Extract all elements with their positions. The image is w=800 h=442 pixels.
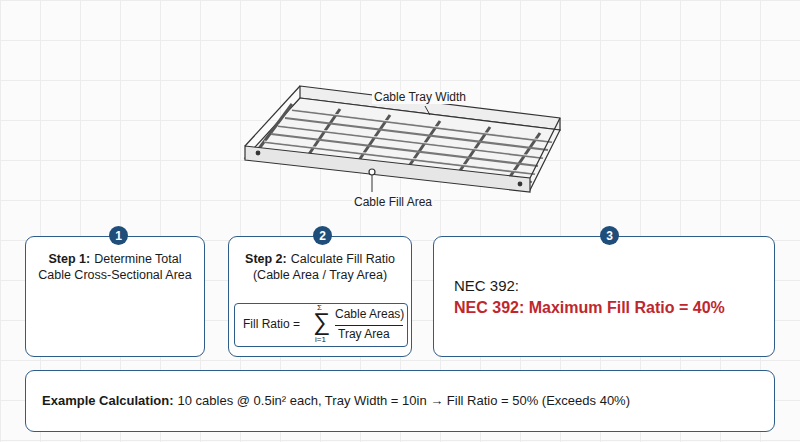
fraction-bar bbox=[335, 325, 403, 326]
formula-text: Cable Areas) bbox=[335, 308, 404, 321]
max-fill-rule: NEC 392: Maximum Fill Ratio = 40% bbox=[454, 299, 725, 317]
step-label: Step 1: bbox=[49, 252, 91, 266]
formula-text: Tray Area bbox=[338, 328, 390, 341]
step-box: Step 2:Calculate Fill Ratio (Cable Area … bbox=[228, 236, 412, 357]
step-label: Step 2: bbox=[245, 252, 287, 266]
step-box: Step 1:Determine Total Cable Cross-Secti… bbox=[25, 236, 205, 357]
leader-line bbox=[425, 106, 430, 115]
example-box: Example Calculation: 10 cables @ 0.5in² e… bbox=[25, 370, 775, 432]
callout-number: 2 bbox=[319, 229, 326, 243]
callout-number: 3 bbox=[606, 229, 613, 243]
callout-number: 3 bbox=[600, 226, 619, 245]
standard-ref: NEC 392: bbox=[454, 277, 519, 294]
callout-number: 1 bbox=[109, 226, 128, 245]
part-label: Cable Tray Width bbox=[372, 90, 468, 104]
formula-text: i=1 bbox=[315, 336, 326, 345]
callout-number: 2 bbox=[313, 226, 332, 245]
step-box: NEC 392: NEC 392: Maximum Fill Ratio = 40… bbox=[433, 236, 775, 357]
part-label: Cable Fill Area bbox=[352, 195, 434, 209]
cable-tray bbox=[245, 86, 560, 192]
leader-line bbox=[372, 175, 373, 192]
formula-text: Σ bbox=[317, 304, 322, 313]
example-label: Example Calculation: bbox=[42, 393, 173, 408]
formula-text: ∑ bbox=[313, 309, 330, 335]
formula-text: Fill Ratio = bbox=[243, 318, 300, 331]
callout-number: 1 bbox=[115, 229, 122, 243]
formula-box: Fill Ratio = ∑Σi=1 Cable Areas) Tray Area bbox=[234, 303, 408, 347]
example-text: 10 cables @ 0.5in² each, Tray Width = 10… bbox=[177, 393, 630, 408]
